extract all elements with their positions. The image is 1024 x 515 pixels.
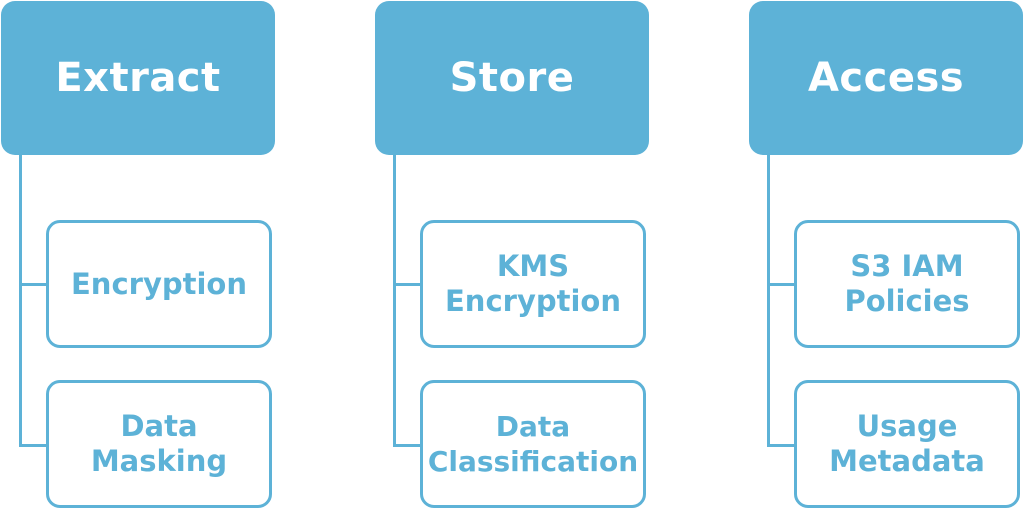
item-usage-metadata: Usage Metadata (794, 380, 1020, 508)
item-label: Encryption (71, 266, 247, 301)
column-access: Access S3 IAM Policies Usage Metadata (748, 0, 1024, 515)
column-extract: Extract Encryption Data Masking (0, 0, 276, 515)
item-encryption: Encryption (46, 220, 272, 348)
connector-branch (393, 444, 421, 447)
item-data-classification: Data Classification (420, 380, 646, 508)
connector-vertical (393, 155, 396, 447)
header-access: Access (749, 1, 1023, 155)
connector-branch (19, 283, 47, 286)
item-label: S3 IAM Policies (844, 249, 970, 318)
item-label: Data Classification (427, 410, 639, 478)
connector-branch (393, 283, 421, 286)
header-title: Store (449, 55, 575, 101)
connector-branch (767, 444, 795, 447)
item-s3-iam-policies: S3 IAM Policies (794, 220, 1020, 348)
connector-branch (767, 283, 795, 286)
header-store: Store (375, 1, 649, 155)
connector-branch (19, 444, 47, 447)
item-kms-encryption: KMS Encryption (420, 220, 646, 348)
column-store: Store KMS Encryption Data Classification (374, 0, 650, 515)
item-label: Data Masking (90, 409, 228, 478)
header-title: Access (807, 55, 965, 101)
header-extract: Extract (1, 1, 275, 155)
header-title: Extract (55, 55, 221, 101)
item-data-masking: Data Masking (46, 380, 272, 508)
item-label: Usage Metadata (829, 409, 985, 478)
connector-vertical (19, 155, 22, 447)
item-label: KMS Encryption (445, 249, 621, 318)
connector-vertical (767, 155, 770, 447)
